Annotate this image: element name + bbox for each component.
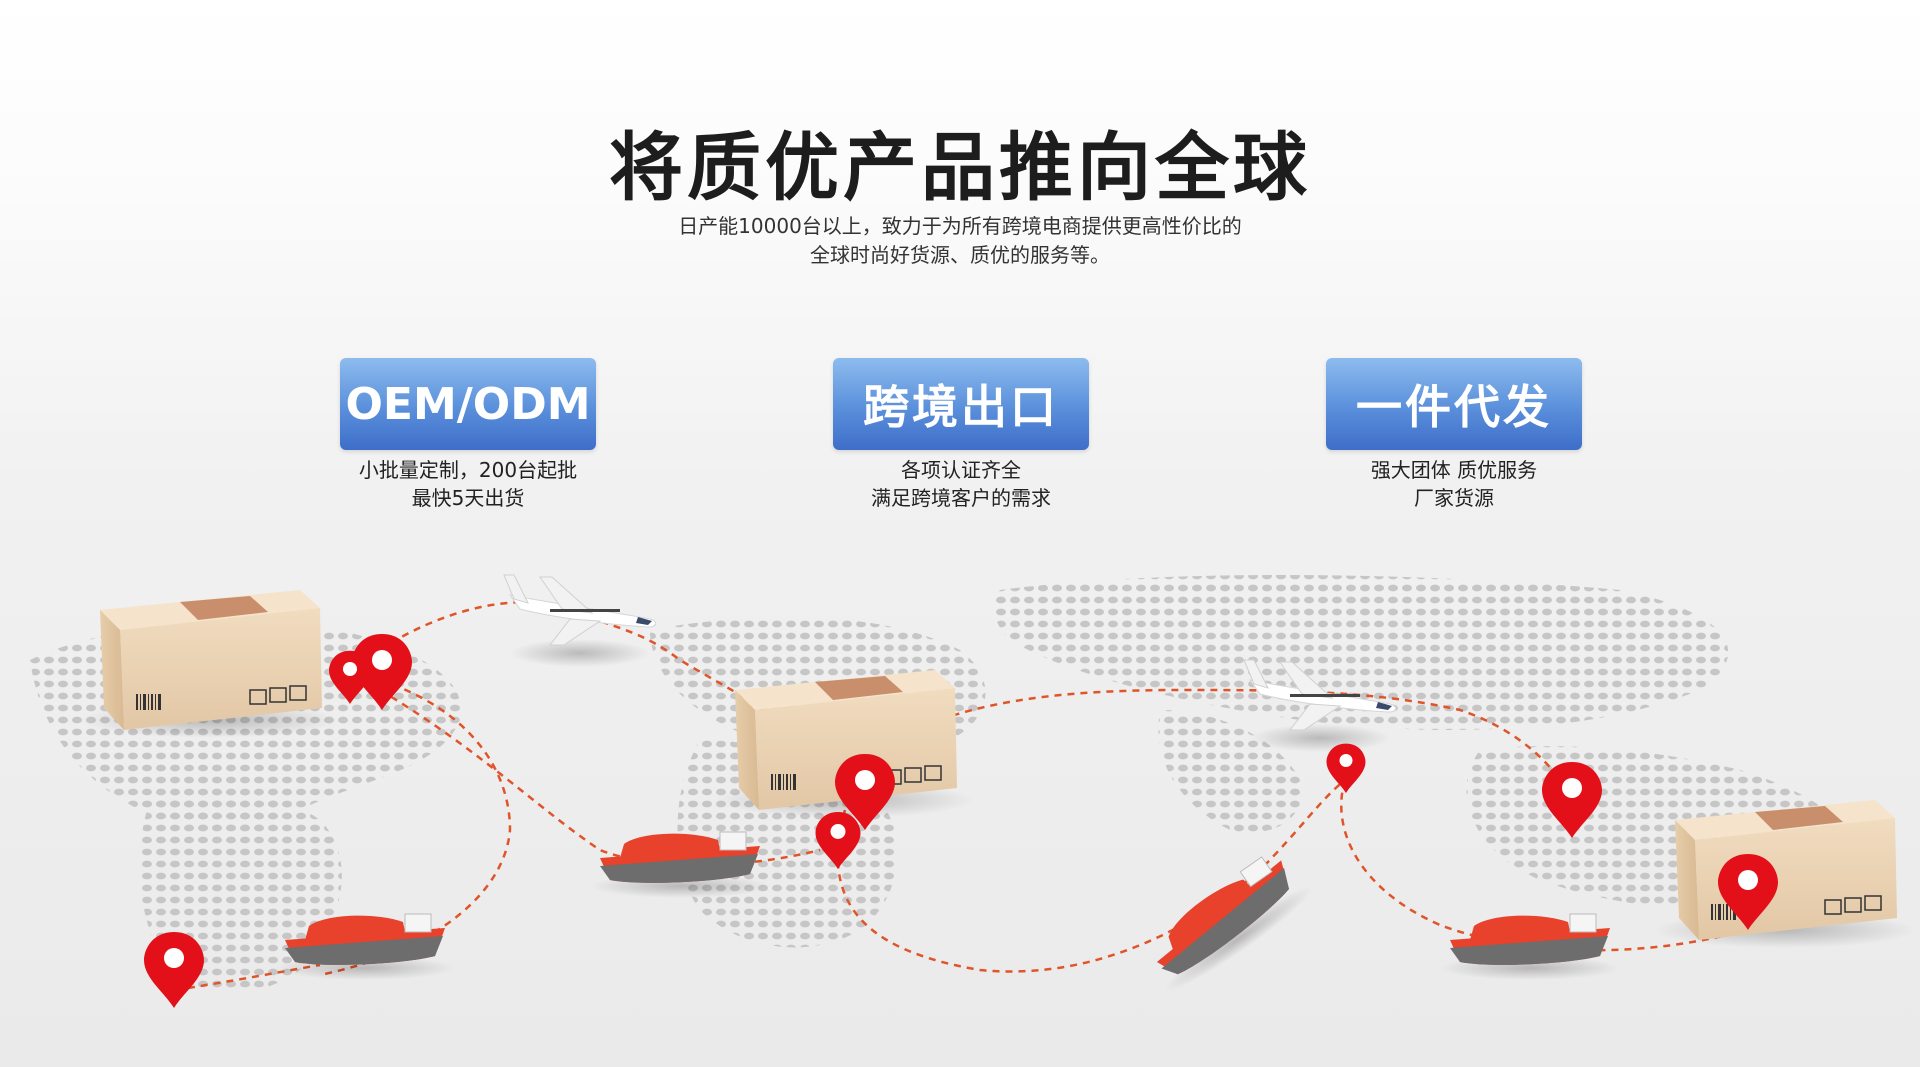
airplane-icon bbox=[503, 574, 657, 668]
page-subtitle-line1: 日产能10000台以上，致力于为所有跨境电商提供更高性价比的 bbox=[678, 214, 1242, 238]
feature-desc-line2: 满足跨境客户的需求 bbox=[871, 486, 1051, 510]
cargo-ship-icon bbox=[1133, 842, 1320, 1001]
feature-tag-dropship: 一件代发 bbox=[1326, 358, 1582, 450]
page-subtitle-line2: 全球时尚好货源、质优的服务等。 bbox=[810, 243, 1110, 267]
feature-desc-line1: 小批量定制，200台起批 bbox=[358, 458, 578, 482]
feature-desc-line1: 强大团体 质优服务 bbox=[1370, 458, 1538, 482]
cargo-ship-icon bbox=[1439, 913, 1621, 981]
cargo-ship-icon bbox=[589, 831, 771, 899]
feature-tag-export: 跨境出口 bbox=[833, 358, 1089, 450]
feature-card-dropship: 一件代发 强大团体 质优服务 厂家货源 bbox=[1326, 358, 1582, 512]
feature-desc-line1: 各项认证齐全 bbox=[901, 458, 1021, 482]
feature-tag-oem: OEM/ODM bbox=[340, 358, 596, 450]
feature-card-oem: OEM/ODM 小批量定制，200台起批 最快5天出货 bbox=[340, 358, 596, 512]
map-pin-icon bbox=[1326, 743, 1366, 793]
map-pin-icon bbox=[144, 932, 204, 1008]
box-icon bbox=[79, 589, 341, 739]
feature-desc-line2: 厂家货源 bbox=[1414, 486, 1494, 510]
world-logistics-illustration bbox=[30, 574, 1916, 1008]
feature-desc-line2: 最快5天出货 bbox=[411, 486, 525, 510]
page-title: 将质优产品推向全球 bbox=[609, 125, 1311, 211]
feature-card-export: 跨境出口 各项认证齐全 满足跨境客户的需求 bbox=[833, 358, 1089, 512]
box-icon bbox=[1654, 799, 1916, 949]
